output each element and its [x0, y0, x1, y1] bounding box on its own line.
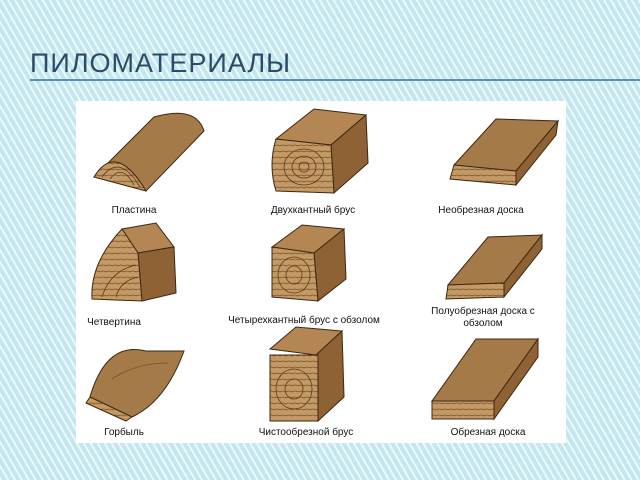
four-edged-beam-wane-icon	[270, 224, 347, 302]
label-two-edged-beam: Двухкантный брус	[270, 205, 356, 216]
slab-icon	[85, 349, 185, 422]
title-underline	[30, 79, 640, 81]
label-edged-board: Обрезная доска	[450, 427, 526, 438]
half-edged-board-icon	[445, 233, 544, 300]
two-edged-beam-icon	[271, 108, 369, 195]
half-log-icon	[93, 112, 205, 192]
quarter-log-icon	[91, 222, 177, 302]
slide-title: ПИЛОМАТЕРИАЛЫ	[30, 48, 292, 78]
unedged-board-icon	[449, 118, 560, 187]
label-half-log: Пластина	[111, 205, 157, 216]
lumber-illustrations	[85, 108, 560, 423]
square-beam-icon	[268, 326, 345, 423]
label-four-edged-beam-wane: Четырехкантный брус с обзолом	[228, 315, 380, 326]
label-square-beam: Чистообрезной брус	[258, 427, 354, 438]
label-quarter-log: Четвертина	[87, 317, 141, 328]
label-slab: Горбыль	[104, 427, 144, 438]
label-unedged-board: Необрезная доска	[438, 205, 524, 216]
lumber-diagram-panel: Пластина Двухкантный брус Необрезная дос…	[76, 101, 566, 443]
edged-board-icon	[431, 337, 539, 421]
label-half-edged-board: Полуобрезная доска с обзолом	[431, 306, 535, 329]
